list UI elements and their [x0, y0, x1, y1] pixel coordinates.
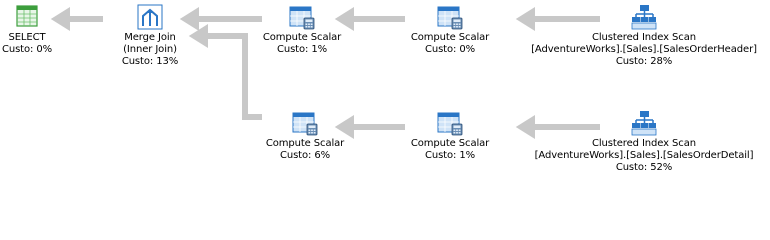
select-cost: Custo: 0% [1, 44, 53, 55]
select-icon [16, 5, 38, 27]
arrow-bottom-branch-to-merge [188, 24, 262, 120]
compute-scalar-bottom-right-cost: Custo: 1% [424, 150, 476, 161]
compute-scalar-bottom-right-node[interactable]: Compute Scalar Custo: 1% [400, 110, 500, 162]
compute-scalar-icon [437, 112, 463, 136]
compute-scalar-top-right-label: Compute Scalar [411, 32, 489, 44]
compute-scalar-bottom-right-label-line: Compute Scalar [410, 138, 490, 149]
compute-scalar-top-right-cost: Custo: 0% [424, 44, 476, 55]
compute-scalar-bottom-left-node[interactable]: Compute Scalar Custo: 6% [255, 110, 355, 162]
merge-join-label-line-1: Merge Join [124, 32, 176, 43]
compute-scalar-bottom-right-label: Compute Scalar [411, 138, 489, 150]
clustered-index-scan-icon [631, 111, 657, 136]
compute-scalar-bottom-left-cost: Custo: 6% [279, 150, 331, 161]
select-label-line: SELECT [8, 32, 46, 43]
compute-scalar-top-right-label-line: Compute Scalar [410, 32, 490, 43]
compute-scalar-icon [289, 6, 315, 30]
select-node[interactable]: SELECT Custo: 0% [0, 4, 54, 56]
clustered-index-scan-bottom-node[interactable]: Clustered Index Scan [AdventureWorks].[S… [518, 110, 770, 174]
compute-scalar-top-right-node[interactable]: Compute Scalar Custo: 0% [400, 4, 500, 56]
merge-join-label: Merge Join (Inner Join) [123, 32, 177, 56]
clustered-index-scan-icon [631, 5, 657, 30]
clustered-index-scan-bottom-cost: Custo: 52% [615, 162, 673, 173]
clustered-index-scan-bottom-label-line-1: Clustered Index Scan [592, 138, 696, 149]
compute-scalar-bottom-left-label: Compute Scalar [266, 138, 344, 150]
clustered-index-scan-top-label-line-2: [AdventureWorks].[Sales].[SalesOrderHead… [531, 44, 757, 55]
clustered-index-scan-top-cost: Custo: 28% [615, 56, 673, 67]
clustered-index-scan-top-label-line-1: Clustered Index Scan [592, 32, 696, 43]
merge-join-label-line-2: (Inner Join) [123, 44, 177, 55]
clustered-index-scan-bottom-label-line-2: [AdventureWorks].[Sales].[SalesOrderDeta… [534, 150, 754, 161]
compute-scalar-top-left-node[interactable]: Compute Scalar Custo: 1% [252, 4, 352, 56]
clustered-index-scan-top-label: Clustered Index Scan [AdventureWorks].[S… [531, 32, 757, 56]
merge-join-cost: Custo: 13% [121, 56, 179, 67]
execution-plan-arrows [50, 7, 600, 139]
clustered-index-scan-top-node[interactable]: Clustered Index Scan [AdventureWorks].[S… [518, 4, 770, 68]
compute-scalar-icon [292, 112, 318, 136]
merge-join-node[interactable]: Merge Join (Inner Join) Custo: 13% [108, 4, 192, 68]
compute-scalar-top-left-label-line: Compute Scalar [262, 32, 342, 43]
compute-scalar-icon [437, 6, 463, 30]
compute-scalar-top-left-label: Compute Scalar [263, 32, 341, 44]
merge-join-icon [137, 4, 163, 30]
compute-scalar-top-left-cost: Custo: 1% [276, 44, 328, 55]
clustered-index-scan-bottom-label: Clustered Index Scan [AdventureWorks].[S… [535, 138, 754, 162]
compute-scalar-bottom-left-label-line: Compute Scalar [265, 138, 345, 149]
select-label: SELECT [8, 32, 45, 44]
